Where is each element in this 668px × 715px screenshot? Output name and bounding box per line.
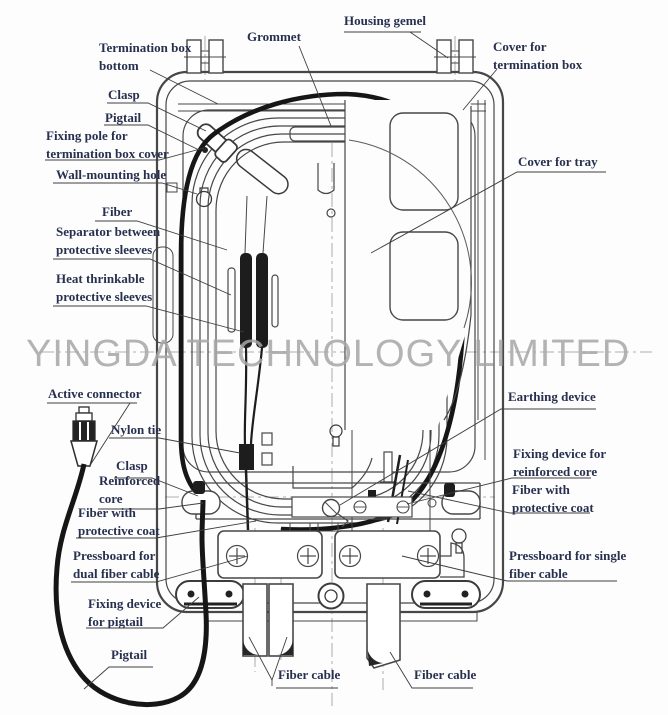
label-fiber-coat-right: Fiber with protective coat xyxy=(512,482,594,515)
fixing-device-reinforced-core xyxy=(291,496,413,518)
label-fixing-pigtail: Fixing device for pigtail xyxy=(88,596,162,629)
label-separator: Separator between protective sleeves xyxy=(56,224,161,257)
nylon-tie-clamp xyxy=(239,444,254,470)
cover-swing-arc xyxy=(348,139,472,329)
label-reinforced-core: Reinforced core xyxy=(99,473,161,506)
pressboards xyxy=(217,522,465,579)
label-pressboard-single: Pressboard for single fiber cable xyxy=(509,548,627,581)
label-fiber: Fiber xyxy=(102,204,133,219)
label-grommet: Grommet xyxy=(247,29,301,44)
label-pigtail-bottom: Pigtail xyxy=(111,647,148,662)
leader-lines xyxy=(45,31,617,690)
clasp xyxy=(196,123,238,163)
label-cover-termination: Cover for termination box xyxy=(493,39,583,72)
active-connector xyxy=(70,406,98,467)
label-fixing-reinforced: Fixing device for reinforced core xyxy=(513,446,607,479)
label-fiber-cable-right: Fiber cable xyxy=(414,667,477,682)
pressboard-dual xyxy=(217,530,323,579)
label-housing-gemel: Housing gemel xyxy=(344,13,426,28)
label-heat-shrinkable: Heat thrinkable protective sleeves xyxy=(56,271,153,304)
label-termination-box-bottom: Termination box bottom xyxy=(99,40,192,73)
housing-gemel-hinges xyxy=(184,39,476,74)
label-active-connector: Active connector xyxy=(48,386,142,401)
label-pigtail-top: Pigtail xyxy=(105,110,142,125)
label-wall-mounting-hole: Wall-mounting hole xyxy=(56,167,167,182)
bottom-assembly xyxy=(181,451,481,528)
cover-for-tray xyxy=(344,100,486,531)
pigtail-cable-outer xyxy=(53,463,209,708)
fiber-cables xyxy=(242,583,401,669)
label-cover-tray: Cover for tray xyxy=(518,154,598,169)
label-fiber-coat-left: Fiber with protective coat xyxy=(78,505,160,538)
fixing-devices xyxy=(175,580,481,610)
label-clasp-mid: Clasp xyxy=(116,458,148,473)
protective-sleeves xyxy=(227,195,279,531)
pressboard-single xyxy=(334,530,441,579)
label-pressboard-dual: Pressboard for dual fiber cable xyxy=(73,548,160,581)
label-clasp-top: Clasp xyxy=(108,87,140,102)
clasp-and-guides xyxy=(195,123,467,554)
label-fiber-cable-center: Fiber cable xyxy=(278,667,341,682)
label-fixing-pole: Fixing pole for termination box cover xyxy=(46,128,169,161)
fiber-guide xyxy=(235,148,289,195)
label-nylon-tie: Nylon tie xyxy=(111,422,162,437)
label-earthing-device: Earthing device xyxy=(508,389,596,404)
wall-mounting-hole-shape xyxy=(195,190,213,208)
